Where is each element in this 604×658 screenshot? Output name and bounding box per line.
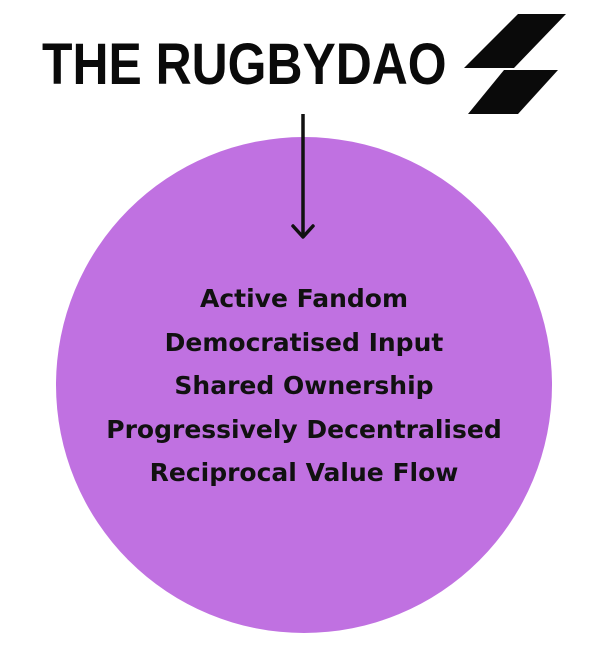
value-item-reciprocal-value-flow: Reciprocal Value Flow (149, 458, 459, 487)
page-title: THE RUGBYDAO (42, 32, 447, 97)
values-list: Active Fandom Democratised Input Shared … (56, 277, 552, 495)
down-arrow-icon (291, 114, 315, 239)
value-item-progressively-decentralised: Progressively Decentralised (106, 414, 502, 444)
slanted-bars-logo-icon (464, 14, 566, 114)
value-item-shared-ownership: Shared Ownership (174, 371, 434, 400)
value-item-active-fandom: Active Fandom (199, 284, 409, 313)
value-item-democratised-input: Democratised Input (164, 327, 444, 357)
